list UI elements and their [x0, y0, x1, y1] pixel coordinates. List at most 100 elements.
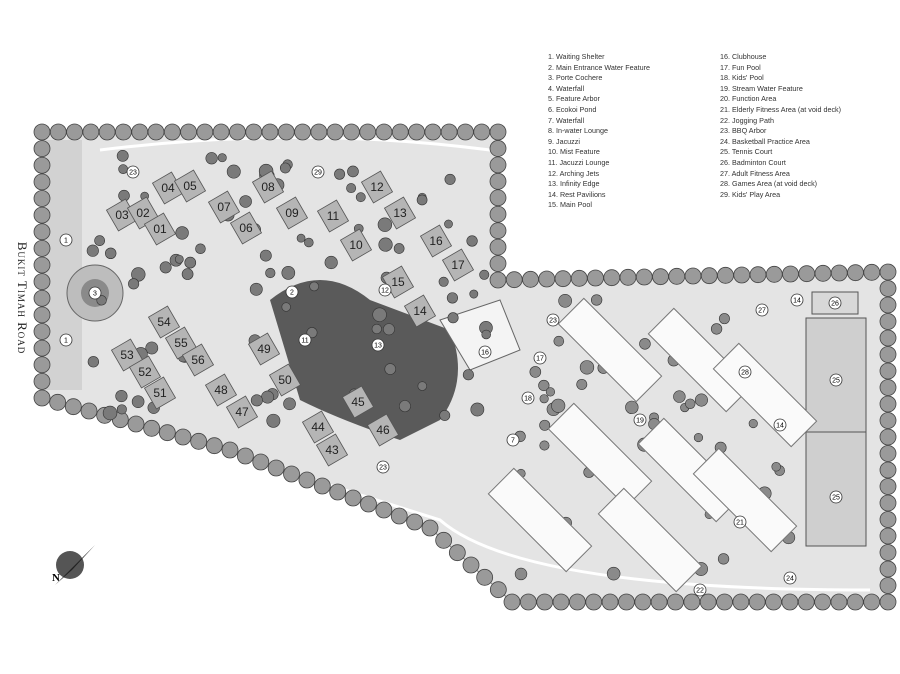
tree-icon	[639, 338, 651, 350]
tree-icon	[334, 168, 346, 180]
tree-icon	[298, 471, 316, 489]
tree-icon	[522, 270, 539, 288]
tree-icon	[371, 323, 382, 335]
tower-block	[692, 447, 798, 553]
tree-icon	[545, 387, 556, 397]
tree-icon	[33, 173, 51, 191]
legend-item: 26. Badminton Court	[720, 157, 786, 167]
unit-block	[204, 373, 238, 407]
tree-icon	[489, 271, 507, 289]
tree-icon	[163, 123, 181, 141]
amenity-marker	[755, 303, 769, 317]
amenity-marker	[533, 351, 547, 365]
tree-icon	[158, 424, 176, 442]
tree-icon	[618, 593, 635, 611]
legend-item: 29. Kids' Play Area	[720, 189, 781, 199]
tree-icon	[447, 312, 459, 324]
tree-icon	[718, 313, 730, 325]
tree-icon	[879, 544, 897, 561]
unit-number: 55	[174, 336, 188, 350]
tree-icon	[115, 123, 132, 141]
tree-icon	[313, 477, 331, 495]
tree-icon	[536, 593, 554, 611]
tree-icon	[440, 123, 458, 141]
tree-icon	[634, 593, 652, 611]
unit-number: 03	[115, 208, 129, 222]
tree-icon	[296, 233, 306, 243]
main-pool-area	[270, 280, 458, 440]
tree-icon	[145, 341, 159, 355]
tree-icon	[190, 432, 208, 450]
tree-icon	[221, 441, 239, 459]
tree-icon	[324, 255, 338, 270]
tower-block	[712, 342, 818, 448]
tree-icon	[733, 266, 751, 284]
legend-item: 21. Elderly Fitness Area (at void deck)	[720, 104, 842, 114]
unit-block	[301, 410, 335, 444]
tree-icon	[33, 323, 51, 340]
tree-icon	[554, 270, 572, 288]
tree-icon	[700, 267, 718, 285]
amenity-marker	[478, 345, 492, 359]
tree-icon	[481, 329, 491, 340]
tree-icon	[131, 123, 149, 141]
legend-item: 13. Infinity Edge	[548, 179, 600, 189]
compass-icon	[56, 551, 84, 579]
tree-icon	[771, 462, 781, 472]
unit-block	[383, 196, 417, 230]
tree-icon	[159, 261, 172, 274]
tree-icon	[384, 363, 397, 375]
unit-block	[268, 363, 302, 397]
legend-item: 7. Waterfall	[548, 115, 585, 125]
amenity-marker	[298, 333, 312, 347]
tree-icon	[652, 268, 669, 286]
tree-icon	[310, 123, 328, 141]
unit-block	[143, 212, 177, 246]
amenity-marker	[506, 433, 520, 447]
tree-icon	[326, 123, 344, 141]
unit-number: 45	[351, 395, 365, 409]
tree-icon	[33, 239, 51, 257]
tree-icon	[668, 267, 686, 285]
tree-icon	[469, 289, 479, 299]
amenity-marker	[126, 165, 140, 179]
tree-icon	[49, 123, 67, 141]
tree-icon	[196, 123, 214, 141]
tree-icon	[585, 593, 603, 611]
tree-icon	[694, 393, 708, 407]
tree-icon	[265, 267, 276, 279]
tree-icon	[570, 269, 588, 287]
amenity-marker	[376, 460, 390, 474]
tree-icon	[212, 123, 230, 141]
unit-block	[441, 248, 475, 282]
tree-icon	[375, 123, 393, 141]
tree-icon	[229, 123, 246, 141]
tree-icon	[539, 419, 551, 431]
tree-icon	[470, 402, 485, 417]
amenity-number: 12	[381, 288, 389, 295]
tree-icon	[306, 327, 318, 339]
tree-icon	[473, 123, 491, 141]
tree-icon	[797, 593, 815, 611]
amenity-number: 13	[374, 343, 382, 350]
tree-icon	[748, 593, 766, 611]
unit-block	[229, 211, 263, 245]
unit-block	[315, 433, 349, 467]
tree-icon	[128, 278, 140, 290]
unit-block	[341, 385, 375, 419]
tree-icon	[879, 296, 897, 314]
tree-icon	[847, 264, 864, 282]
legend-item: 25. Tennis Court	[720, 147, 773, 157]
amenity-number: 1	[64, 238, 68, 245]
tree-icon	[377, 217, 393, 232]
tree-icon	[33, 190, 51, 207]
tree-icon	[249, 282, 263, 296]
tree-icon	[489, 189, 507, 207]
unit-number: 02	[136, 206, 150, 220]
amenity-marker	[546, 313, 560, 327]
tree-icon	[457, 123, 474, 141]
tree-icon	[699, 593, 717, 611]
tree-icon	[863, 263, 881, 281]
tree-icon	[879, 445, 897, 462]
unit-block	[366, 413, 400, 447]
